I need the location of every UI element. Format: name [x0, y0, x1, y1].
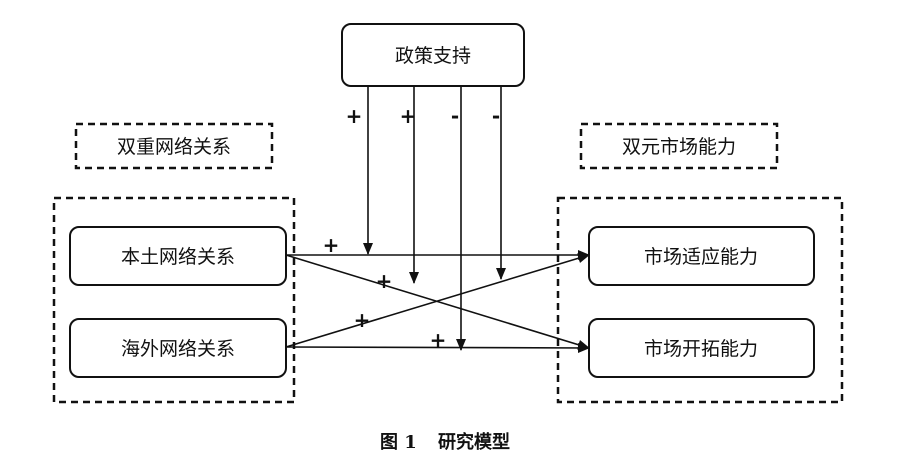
local-network-relations-box	[69, 226, 287, 286]
arrow-overseas-to-expansion	[285, 342, 590, 353]
market-adaptation-capability-node: 市场适应能力	[588, 226, 815, 286]
sign-moderation-3: -	[451, 104, 459, 128]
local-network-relations-label: 本土网络关系	[121, 246, 235, 268]
market-adaptation-capability-label: 市场适应能力	[644, 246, 758, 268]
dual-market-capability-label: 双元市场能力	[622, 136, 736, 158]
figure-title: 研究模型	[438, 431, 510, 453]
dual-network-relations-label: 双重网络关系	[117, 136, 231, 158]
policy-support-box	[341, 23, 525, 87]
local-network-relations-node: 本土网络关系	[69, 226, 287, 286]
dual-network-relations-box	[74, 122, 274, 170]
overseas-network-relations-box	[69, 318, 287, 378]
figure-number: 图 1	[380, 432, 417, 453]
sign-overseas-to-expansion: +	[430, 328, 447, 352]
policy-support-node: 政策支持	[341, 23, 525, 87]
network-relations-container	[52, 196, 296, 404]
sign-local-to-adaptation: +	[323, 233, 340, 257]
overseas-network-relations-node: 海外网络关系	[69, 318, 287, 378]
sign-moderation-2: +	[400, 104, 417, 128]
dual-market-capability-box	[579, 122, 779, 170]
dual-network-relations-group: 双重网络关系	[74, 122, 274, 170]
sign-local-to-expansion: +	[376, 269, 393, 293]
policy-support-label: 政策支持	[395, 45, 471, 67]
sign-moderation-4: -	[492, 104, 500, 128]
market-expansion-capability-label: 市场开拓能力	[644, 338, 758, 360]
arrow-overseas-to-adaptation	[285, 253, 590, 348]
overseas-network-relations-label: 海外网络关系	[121, 338, 235, 360]
sign-moderation-1: +	[346, 104, 363, 128]
market-expansion-capability-node: 市场开拓能力	[588, 318, 815, 378]
market-capability-container	[556, 196, 844, 404]
sign-overseas-to-adaptation: +	[354, 308, 371, 332]
dual-market-capability-group: 双元市场能力	[579, 122, 779, 170]
